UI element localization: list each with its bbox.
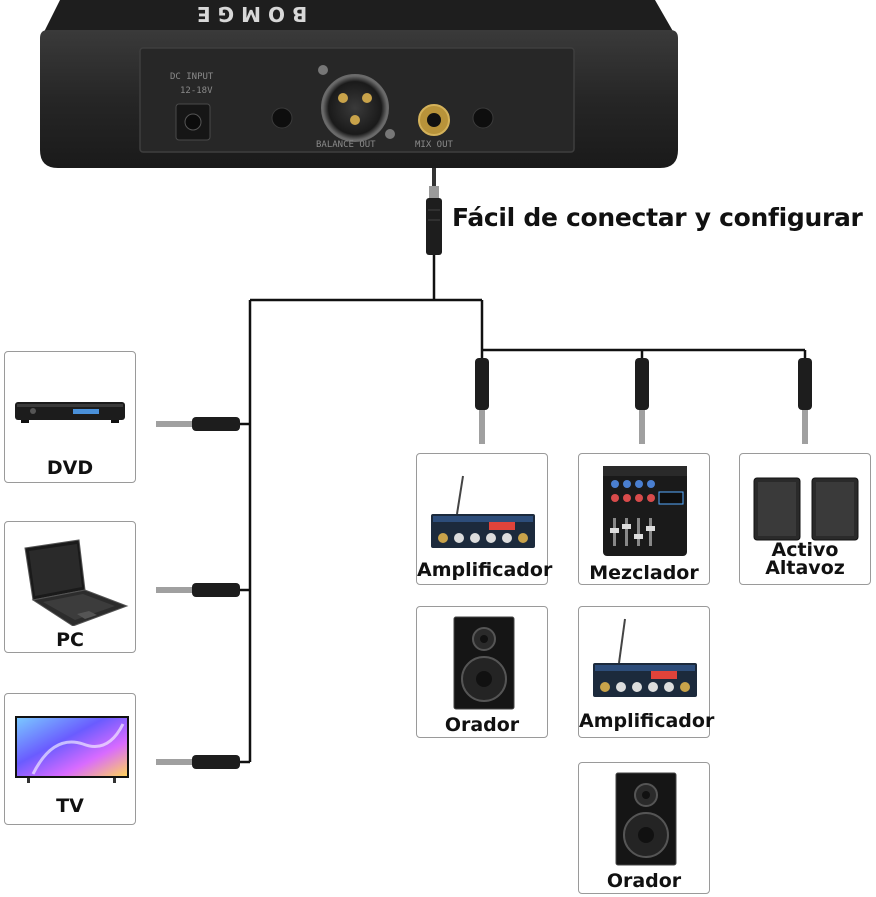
- output-card-active-speakers: Activo Altavoz: [739, 453, 871, 585]
- output-label-line2: Altavoz: [765, 557, 845, 579]
- source-card-pc: PC: [4, 521, 136, 653]
- laptop-icon: [24, 539, 129, 626]
- active-speakers-icon: [753, 477, 859, 541]
- output-card-speaker: Orador: [416, 606, 548, 738]
- mix-out-label: MIX OUT: [415, 140, 453, 150]
- output-label: Orador: [444, 714, 520, 736]
- source-card-tv: TV: [4, 693, 136, 825]
- television-icon: [15, 716, 129, 783]
- receiver-unit: BOMGE DC INPUT 12-18V BALANCE OUT MIX OU…: [0, 0, 876, 175]
- source-label: TV: [56, 795, 84, 817]
- source-label: PC: [56, 629, 84, 651]
- dc-voltage-label: 12-18V: [180, 86, 213, 96]
- dc-input-label: DC INPUT: [170, 72, 214, 82]
- output-label: Amplificador: [579, 710, 715, 732]
- source-plug-icon: [156, 417, 240, 769]
- speaker-icon: [453, 616, 515, 710]
- dvd-player-icon: [15, 402, 125, 423]
- output-label-line1: Activo: [771, 539, 839, 561]
- receiver-back-panel: [40, 0, 678, 168]
- output-card-speaker-2: Orador: [578, 762, 710, 894]
- output-card-amplifier: Amplificador: [416, 453, 553, 585]
- main-plug-icon: [426, 168, 442, 255]
- mixer-icon: [603, 466, 687, 556]
- output-label: Orador: [606, 870, 682, 892]
- speaker-icon: [615, 772, 677, 866]
- output-card-amplifier-2: Amplificador: [578, 606, 715, 738]
- output-label: Amplificador: [417, 559, 553, 581]
- amplifier-icon: [593, 618, 697, 697]
- source-card-dvd: DVD: [4, 351, 136, 483]
- output-card-mixer: Mezclador: [578, 453, 710, 585]
- output-label: Mezclador: [589, 562, 699, 584]
- output-plug-icon: [475, 358, 812, 444]
- tagline: Fácil de conectar y configurar: [452, 203, 863, 232]
- balance-out-label: BALANCE OUT: [316, 140, 376, 150]
- amplifier-icon: [431, 475, 535, 548]
- source-label: DVD: [46, 457, 94, 479]
